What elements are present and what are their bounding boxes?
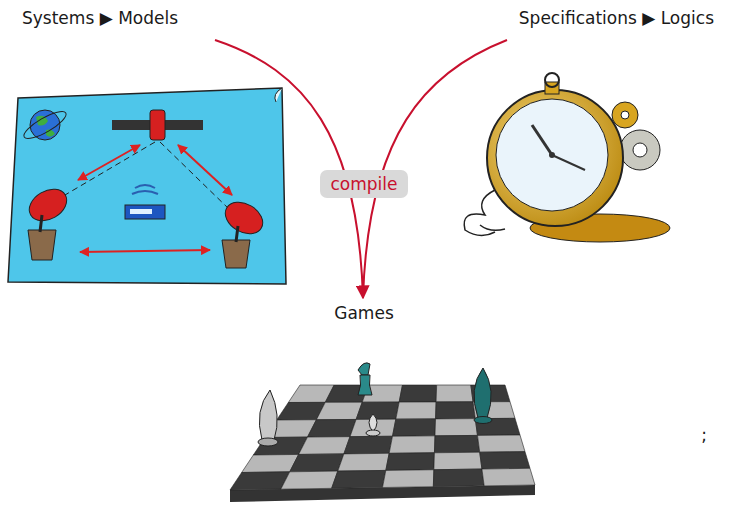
board-square [436, 385, 473, 402]
board-square [386, 453, 435, 471]
board-square [281, 471, 338, 489]
node-label: compile [330, 174, 397, 194]
pocket-watch [464, 73, 670, 242]
chess-pieces [258, 363, 492, 446]
board-square [332, 470, 386, 488]
board-square [299, 437, 350, 455]
heading-label: Systems ▶ Models [22, 8, 178, 28]
board-square [396, 402, 436, 419]
board-square [433, 469, 484, 487]
board-square [242, 454, 299, 472]
board-square [338, 453, 389, 471]
board-square [480, 452, 530, 469]
board-square [393, 419, 436, 436]
punctuation: ; [701, 425, 707, 445]
board-square [399, 385, 437, 402]
curve [363, 40, 507, 298]
board-square [478, 435, 526, 452]
board-square [316, 402, 362, 420]
board-square [230, 472, 290, 490]
board-square [482, 468, 535, 486]
board-square [308, 419, 357, 437]
games-label: Games [334, 303, 393, 323]
board-square [290, 454, 344, 472]
heading-label: Specifications ▶ Logics [519, 8, 714, 28]
board-square [383, 470, 434, 488]
board-square [344, 436, 393, 454]
board-square [436, 402, 476, 419]
systems-map [8, 88, 286, 284]
process-box: compile [320, 170, 407, 198]
board-square [356, 402, 399, 419]
board-square [434, 435, 479, 452]
board-square [389, 436, 435, 454]
board-square [435, 419, 478, 436]
board-square [434, 452, 482, 470]
